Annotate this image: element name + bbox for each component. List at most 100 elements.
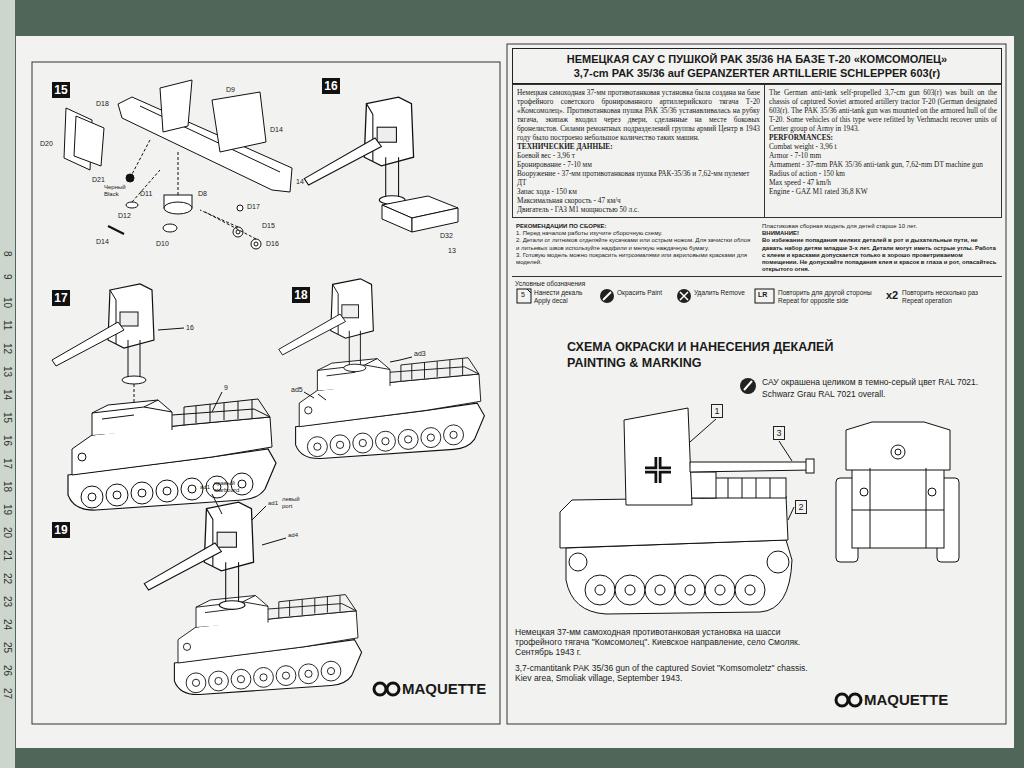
side-view [685,585,695,595]
paint-note: Schwarz Grau RAL 7021 overall. [762,390,885,400]
step-number: 18 [292,287,310,303]
front-view [895,449,901,455]
step15-drawing [130,140,256,239]
step15-drawing [108,226,124,234]
step-number-text: 16 [324,79,337,93]
step17-drawing [158,328,222,412]
ruler-number: 11 [2,320,14,330]
ruler-number: 22 [2,573,14,584]
step-number-text: 17 [54,291,67,305]
step15-drawing [251,239,261,249]
side-view [624,408,692,505]
spec-line: Max speed - 47 km/h [769,178,997,187]
spec-line: Combat weight - 3,96 t [769,142,997,151]
paint-note: САУ окрашена целиком в темно-серый цвет … [762,378,978,388]
step-number: 15 [52,82,70,98]
step15-drawing [163,224,177,232]
side-view [625,585,635,595]
ruler-number: 21 [2,550,14,561]
side-view [655,585,665,595]
maquette-logo [374,683,386,695]
legend-icons [755,289,774,303]
side-view [566,540,792,614]
notes-heading: ВНИМАНИЕ! [762,230,998,237]
legend-icons [527,289,531,293]
callout-box: 3 [773,426,785,440]
side-view [615,575,645,605]
step-number: 16 [322,78,340,94]
part-label: D10 [156,240,169,248]
notes-heading: РЕКОМЕНДАЦИИ ПО СБОРКЕ: [516,223,752,230]
front-view [852,468,944,548]
spec-heading: ТЕХНИЧЕСКИЕ ДАННЫЕ: [517,142,760,151]
brand-logo: MAQUETTE [402,680,486,697]
part-label: D16 [266,240,279,248]
decal-label: ad4 [288,532,298,539]
part-label: D8 [198,190,207,198]
ruler-number: 24 [2,619,14,630]
ruler-number: 17 [2,458,14,469]
maquette-logo [836,694,848,706]
part-label: D11 [140,190,152,198]
callout-number: 2 [798,501,803,513]
legend-icons [677,289,691,303]
step18-drawing [279,279,374,372]
side-view [595,585,605,595]
side-note: starboard [214,487,239,494]
decal-label: ad3 [414,350,426,358]
legend-text: Повторить несколько раз Repeat operation [902,289,1000,305]
ruler-number: 15 [2,412,14,423]
notes-column: РЕКОМЕНДАЦИИ ПО СБОРКЕ:1. Перед началом … [516,223,752,273]
step16-drawing [304,97,413,204]
step15-drawing [237,205,243,211]
ruler-number: 8 [2,251,14,257]
illustration [507,44,1006,724]
maquette-logo [849,694,861,706]
legend-text: Повторить для другой стороны Repeat for … [778,289,882,305]
part-label: D14 [270,126,283,134]
part-label: 13 [448,247,456,255]
ruler-number: 26 [2,665,14,676]
step-number-text: 18 [294,288,307,302]
side-note: левый [282,496,300,503]
ruler-number: 13 [2,366,14,377]
side-view [585,575,615,605]
ruler-number: 19 [2,504,14,515]
part-label: D17 [247,203,260,211]
ruler-number: 27 [2,688,14,699]
part-label: 14 [296,178,304,186]
side-view [715,585,725,595]
decal-label: ad1 [268,500,278,507]
side-view [645,575,675,605]
side-view [645,457,671,483]
side-note: port [282,503,292,510]
color-note: Черный [104,184,126,191]
callout-number: 1 [714,405,719,417]
legend-sample: 5 [521,291,525,299]
step16-drawing [304,97,458,232]
paint-icon [744,381,752,390]
title-box: НЕМЕЦКАЯ САУ С ПУШКОЙ PAK 35/36 НА БАЗЕ … [512,48,1002,84]
step16-drawing [412,208,458,232]
part-label: D12 [118,212,131,220]
legend-sample: x2 [886,289,898,302]
paint-icon [740,378,756,394]
front-view [846,422,950,470]
step19-drawing [212,494,286,545]
side-note: правый [214,480,235,487]
front-view [928,488,936,496]
step19-drawing [144,494,361,695]
ruler-number: 18 [2,481,14,492]
maquette-logo [387,683,399,695]
front-view [860,488,868,496]
side-view [745,585,755,595]
part-label: D32 [440,232,453,240]
step17-drawing [52,284,276,510]
step15-drawing [64,80,292,249]
part-label: D15 [262,222,275,230]
illustration [0,0,15,768]
ruler-number: 25 [2,642,14,653]
notes-text: 3. Готовую модель можно покрасить нитроэ… [516,252,752,266]
part-label: D14 [96,238,109,246]
